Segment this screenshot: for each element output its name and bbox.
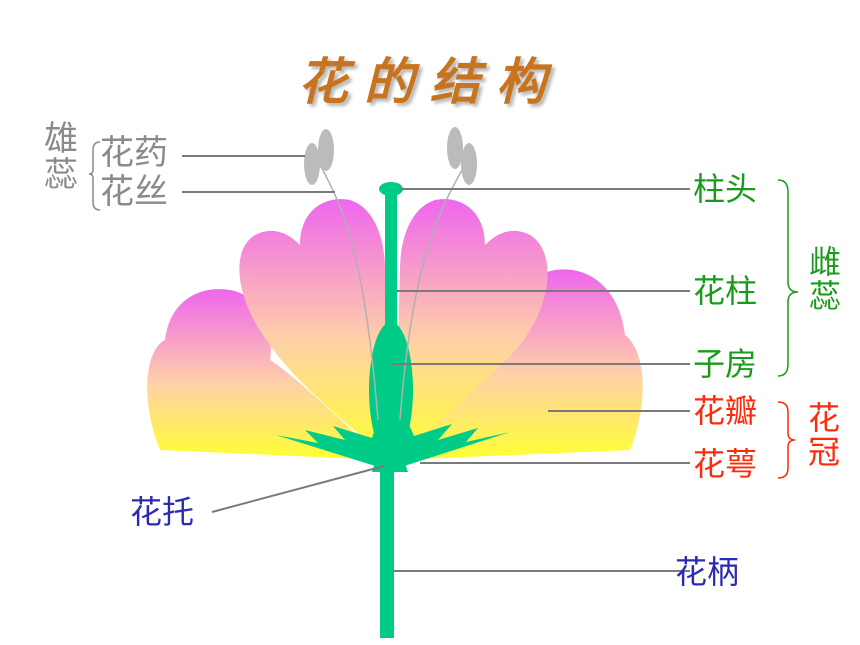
stigma: [379, 182, 403, 196]
style-label: 花柱: [693, 272, 758, 310]
sepal-label: 花萼: [693, 445, 758, 483]
pistil-and-stem: [369, 182, 413, 638]
receptacle-label: 花托: [130, 493, 195, 531]
anther-right-b: [461, 143, 477, 185]
corolla-group-label: 花冠: [807, 399, 840, 471]
anther-right-a: [447, 127, 463, 169]
sepals: [276, 418, 510, 470]
style: [385, 190, 397, 350]
sepal-right: [392, 418, 510, 470]
stamen-group-label: 雄蕊: [44, 119, 78, 195]
petal-inner-left: [239, 199, 385, 455]
stem: [380, 458, 394, 638]
pedicel-label: 花柄: [675, 553, 740, 591]
petal-outer-left: [147, 289, 385, 460]
brace-stamen: [88, 141, 101, 211]
brace-pistil: [777, 179, 799, 377]
filament-label: 花丝: [100, 172, 168, 212]
leader-lines: [182, 155, 690, 572]
ovary-label: 子房: [693, 345, 758, 383]
petals: [147, 199, 643, 460]
stamens: [304, 127, 477, 421]
brace-corolla: [777, 401, 796, 479]
ovary: [369, 322, 413, 458]
petal-inner-right: [395, 199, 548, 455]
anther-left-a: [304, 143, 320, 185]
sepal-left: [276, 420, 388, 470]
petal-label: 花瓣: [693, 392, 758, 430]
anther-left-b: [318, 129, 334, 171]
anther-label: 花药: [100, 133, 168, 173]
leader-receptacle: [211, 465, 385, 513]
diagram-title: 花的结构: [298, 52, 562, 111]
pistil-group-label: 雌蕊: [808, 243, 841, 315]
filament-left: [319, 164, 379, 421]
stigma-label: 柱头: [693, 170, 758, 208]
braces: [88, 141, 799, 479]
